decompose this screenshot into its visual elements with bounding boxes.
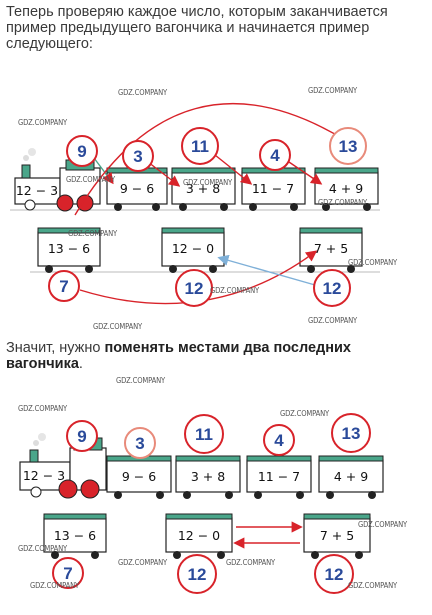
svg-text:3 + 8: 3 + 8 bbox=[191, 469, 225, 484]
svg-text:7: 7 bbox=[59, 277, 68, 296]
svg-text:13 − 6: 13 − 6 bbox=[54, 528, 96, 543]
car-2-2: 3 + 8 bbox=[175, 455, 241, 499]
car-1-4: 4 + 9 bbox=[314, 167, 379, 211]
car-2-5: 13 − 6 bbox=[43, 513, 107, 559]
watermark: GDZ.COMPANY bbox=[66, 175, 115, 184]
circles-1: 9 3 11 4 13 7 12 12 bbox=[48, 127, 367, 307]
svg-text:13 − 6: 13 − 6 bbox=[48, 241, 90, 256]
svg-text:12 − 3: 12 − 3 bbox=[23, 468, 65, 483]
svg-text:11 − 7: 11 − 7 bbox=[252, 181, 294, 196]
svg-text:12 − 0: 12 − 0 bbox=[178, 528, 220, 543]
locomotive-1-label: 12 − 3 bbox=[16, 183, 58, 198]
car-1-3: 11 − 7 bbox=[241, 167, 306, 211]
watermark: GDZ.COMPANY bbox=[348, 581, 397, 590]
intro-text: Теперь проверяю каждое число, которым за… bbox=[6, 4, 388, 52]
watermark: GDZ.COMPANY bbox=[308, 86, 357, 95]
train-diagram-1: 12 − 3 9 − 6 3 + 8 11 − 7 4 + 9 13 − 6 1… bbox=[10, 102, 380, 307]
svg-text:9: 9 bbox=[77, 427, 86, 446]
car-2-6: 12 − 0 bbox=[165, 513, 233, 559]
car-2-1: 9 − 6 bbox=[106, 455, 172, 499]
watermark: GDZ.COMPANY bbox=[18, 544, 67, 553]
watermark: GDZ.COMPANY bbox=[210, 286, 259, 295]
watermark: GDZ.COMPANY bbox=[93, 322, 142, 331]
car-1-6: 12 − 0 bbox=[161, 227, 225, 273]
watermark: GDZ.COMPANY bbox=[118, 88, 167, 97]
svg-text:4: 4 bbox=[270, 146, 280, 165]
watermark: GDZ.COMPANY bbox=[30, 581, 79, 590]
watermark: GDZ.COMPANY bbox=[358, 520, 407, 529]
svg-text:12: 12 bbox=[188, 565, 207, 584]
svg-text:9 − 6: 9 − 6 bbox=[120, 181, 154, 196]
train-diagram-2: 12 − 3 9 − 6 3 + 8 11 − 7 4 + 9 13 − 6 1… bbox=[19, 413, 384, 594]
car-1-5: 13 − 6 bbox=[37, 227, 101, 273]
car-2-3: 11 − 7 bbox=[246, 455, 312, 499]
svg-text:11 − 7: 11 − 7 bbox=[258, 469, 300, 484]
svg-text:12: 12 bbox=[325, 565, 344, 584]
svg-text:7 + 5: 7 + 5 bbox=[320, 528, 354, 543]
svg-text:12: 12 bbox=[323, 279, 342, 298]
svg-text:13: 13 bbox=[342, 424, 361, 443]
car-1-1: 9 − 6 bbox=[106, 167, 168, 211]
svg-text:9: 9 bbox=[77, 142, 86, 161]
svg-text:3 + 8: 3 + 8 bbox=[186, 181, 220, 196]
conclusion-text: Значит, нужно поменять местами два после… bbox=[6, 340, 351, 372]
car-2-7: 7 + 5 bbox=[303, 513, 371, 559]
watermark: GDZ.COMPANY bbox=[68, 229, 117, 238]
svg-text:3: 3 bbox=[133, 147, 142, 166]
svg-text:4 + 9: 4 + 9 bbox=[334, 469, 368, 484]
svg-text:12: 12 bbox=[185, 279, 204, 298]
svg-text:13: 13 bbox=[339, 137, 358, 156]
circles-2: 9 3 11 4 13 7 12 12 bbox=[52, 413, 371, 594]
svg-text:3: 3 bbox=[135, 434, 144, 453]
svg-text:12 − 0: 12 − 0 bbox=[172, 241, 214, 256]
car-1-2: 3 + 8 bbox=[171, 167, 236, 211]
car-2-4: 4 + 9 bbox=[318, 455, 384, 499]
watermark: GDZ.COMPANY bbox=[118, 558, 167, 567]
svg-text:7: 7 bbox=[63, 564, 72, 583]
watermark: GDZ.COMPANY bbox=[116, 376, 165, 385]
svg-text:11: 11 bbox=[191, 137, 209, 156]
watermark: GDZ.COMPANY bbox=[18, 404, 67, 413]
watermark: GDZ.COMPANY bbox=[183, 178, 232, 187]
watermark: GDZ.COMPANY bbox=[226, 558, 275, 567]
locomotive-1: 12 − 3 bbox=[14, 148, 101, 212]
watermark: GDZ.COMPANY bbox=[280, 409, 329, 418]
svg-text:4: 4 bbox=[274, 431, 284, 450]
swap-arrows bbox=[233, 521, 303, 549]
watermark: GDZ.COMPANY bbox=[318, 198, 367, 207]
watermark: GDZ.COMPANY bbox=[18, 118, 67, 127]
svg-text:9 − 6: 9 − 6 bbox=[122, 469, 156, 484]
watermark: GDZ.COMPANY bbox=[348, 258, 397, 267]
svg-text:7 + 5: 7 + 5 bbox=[314, 241, 348, 256]
svg-text:4 + 9: 4 + 9 bbox=[329, 181, 363, 196]
watermark: GDZ.COMPANY bbox=[308, 316, 357, 325]
svg-text:11: 11 bbox=[195, 425, 213, 444]
